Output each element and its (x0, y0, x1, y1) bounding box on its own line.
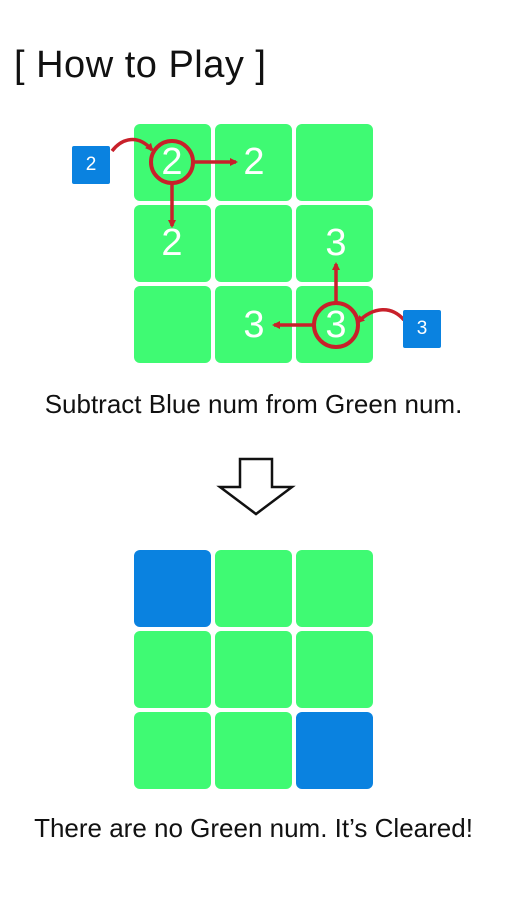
result-cell-r2c1 (134, 631, 211, 708)
curved-arrow-blue-2-to-green (110, 137, 154, 153)
grid-number: 3 (325, 222, 347, 264)
result-cell-r1c2 (215, 550, 292, 627)
result-cell-r3c2 (215, 712, 292, 789)
blue-tile-2: 2 (72, 146, 110, 184)
example-cell-r1c3 (296, 124, 373, 201)
cleared-caption: There are no Green num. It’s Cleared! (34, 813, 473, 843)
grid-number: 3 (325, 304, 347, 346)
example-cell-r3c1 (134, 286, 211, 363)
result-cell-r1c1 (134, 550, 211, 627)
grid-number: 2 (243, 141, 265, 183)
result-cell-r2c2 (215, 631, 292, 708)
grid-number: 3 (243, 304, 265, 346)
grid-number: 2 (161, 222, 183, 264)
instruction-caption: Subtract Blue num from Green num. (44, 389, 463, 419)
grid-number: 2 (161, 141, 183, 183)
curved-arrow-blue-3-to-green (356, 308, 406, 324)
blue-tile-3: 3 (403, 310, 441, 348)
result-cell-r1c3 (296, 550, 373, 627)
result-cell-r3c3 (296, 712, 373, 789)
result-cell-r2c3 (296, 631, 373, 708)
result-cell-r3c1 (134, 712, 211, 789)
down-arrow-outline-icon (216, 457, 296, 516)
example-cell-r2c2 (215, 205, 292, 282)
page-title: [ How to Play ] (14, 44, 267, 86)
